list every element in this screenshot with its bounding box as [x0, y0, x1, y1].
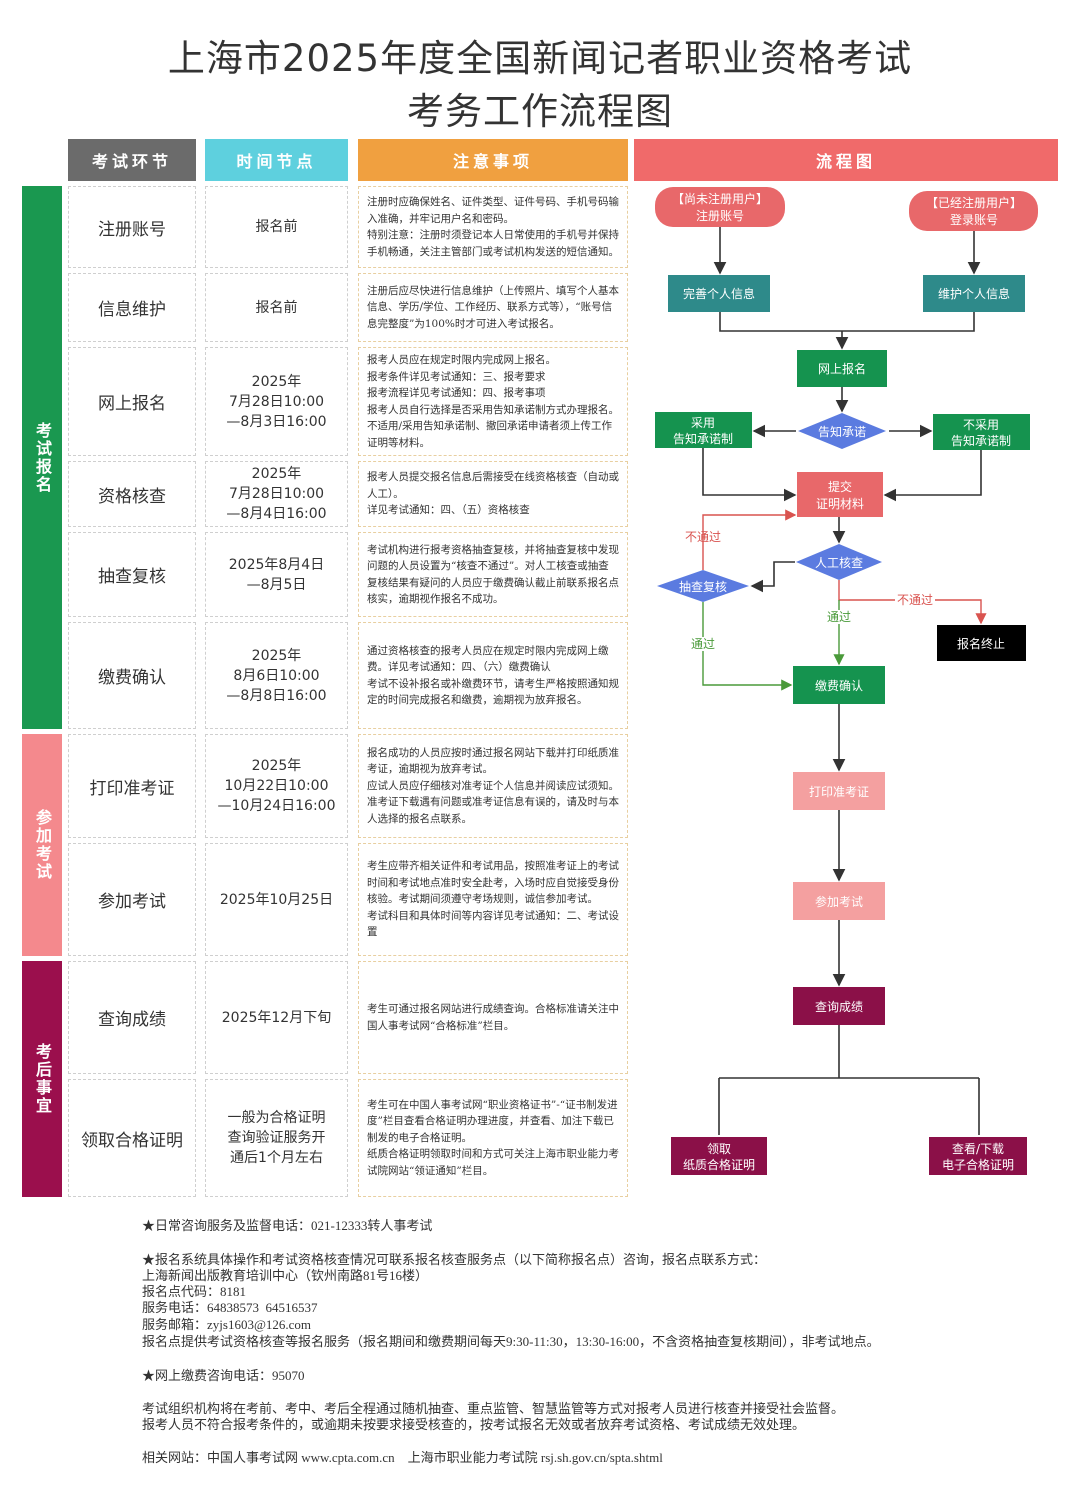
footer-address: 上海新闻出版教育培训中心（钦州南路81号16楼） — [142, 1268, 429, 1283]
row-note: 报考人员提交报名信息后需接受在线资格核查（自动或人工）。 详见考试通知：四、（五… — [358, 461, 628, 527]
label-pass-spot: 通过 — [691, 637, 715, 651]
node-terminate: 报名终止 — [937, 625, 1026, 661]
node-online-reg: 网上报名 — [797, 350, 887, 387]
row-time: 2025年 7月28日10:00 —8月3日16:00 — [205, 347, 348, 456]
row-stage: 信息维护 — [68, 273, 196, 342]
row-time: 2025年 8月6日10:00 —8月8日16:00 — [205, 622, 348, 729]
row-time: 报名前 — [205, 186, 348, 268]
category-exam: 参加考试 — [22, 734, 62, 956]
node-spot-check: 抽查复核 — [657, 570, 749, 602]
node-adopt: 采用告知承诺制 — [655, 412, 752, 448]
svg-text:不采用: 不采用 — [963, 418, 999, 432]
flowchart: 【尚未注册用户】注册账号 【已经注册用户】登录账号 完善个人信息 维护个人信息 … — [655, 187, 1038, 1175]
row-note: 注册后应尽快进行信息维护（上传照片、填写个人基本信息、学历/学位、工作经历、联系… — [358, 273, 628, 342]
row-note: 通过资格核查的报考人员应在规定时限内完成网上缴费。详见考试通知：四、（六）缴费确… — [358, 622, 628, 729]
row-note: 考生应带齐相关证件和考试用品，按照准考证上的考试时间和考试地点准时安全赴考，入场… — [358, 843, 628, 956]
row-note: 考试机构进行报考资格抽查复核，并将抽查复核中发现问题的人员设置为“核查不通过”。… — [358, 532, 628, 617]
label-fail-spot: 不通过 — [685, 530, 721, 544]
footer-supervision: 考试组织机构将在考前、考中、考后全程通过随机抽查、重点监管、智慧监管等方式对报考… — [142, 1401, 845, 1416]
row-time: 2025年 7月28日10:00 —8月4日16:00 — [205, 461, 348, 527]
row-time: 2025年8月4日 —8月5日 — [205, 532, 348, 617]
row-stage: 抽查复核 — [68, 532, 196, 617]
node-unregistered: 【尚未注册用户】注册账号 — [655, 187, 785, 227]
svg-text:告知承诺制: 告知承诺制 — [951, 434, 1011, 448]
footer-code: 报名点代码：8181 — [142, 1284, 247, 1299]
footer-invalid: 报考人员不符合报考条件的，或逾期未按要求接受核查的，按考试报名无效或者放弃考试资… — [142, 1417, 806, 1432]
svg-text:人工核查: 人工核查 — [815, 556, 863, 570]
footer-phone: 服务电话：64838573 64516537 — [142, 1300, 318, 1315]
svg-text:证明材料: 证明材料 — [816, 497, 864, 511]
header-flow: 流程图 — [634, 139, 1058, 181]
row-stage: 查询成绩 — [68, 961, 196, 1074]
svg-text:纸质合格证明: 纸质合格证明 — [683, 1157, 755, 1172]
row-time: 报名前 — [205, 273, 348, 342]
node-print-ticket: 打印准考证 — [793, 772, 885, 810]
row-stage: 缴费确认 — [68, 622, 196, 729]
header-stage: 考试环节 — [68, 139, 196, 181]
node-take-exam: 参加考试 — [793, 882, 885, 920]
row-note: 报名成功的人员应按时通过报名网站下载并打印纸质准考证，逾期视为放弃考试。 应试人… — [358, 734, 628, 838]
row-note: 考生可通过报名网站进行成绩查询。合格标准请关注中国人事考试网“合格标准”栏目。 — [358, 961, 628, 1074]
svg-text:提交: 提交 — [828, 479, 852, 494]
footer-email: 服务邮箱：zyjs1603@126.com — [142, 1317, 312, 1332]
category-after: 考后事宜 — [22, 961, 62, 1197]
footer-payment-hotline: ★网上缴费咨询电话：95070 — [142, 1368, 305, 1383]
svg-text:告知承诺制: 告知承诺制 — [673, 432, 733, 446]
svg-text:采用: 采用 — [691, 416, 715, 430]
node-maintain-info: 维护个人信息 — [923, 275, 1025, 312]
svg-text:打印准考证: 打印准考证 — [809, 785, 869, 799]
svg-text:【尚未注册用户】: 【尚未注册用户】 — [672, 191, 768, 206]
footer-hotline: ★日常咨询服务及监督电话：021-12333转人事考试 — [142, 1218, 433, 1233]
svg-text:参加考试: 参加考试 — [815, 894, 863, 909]
page-subtitle: 考务工作流程图 — [407, 90, 673, 133]
svg-text:网上报名: 网上报名 — [818, 361, 866, 376]
row-stage: 打印准考证 — [68, 734, 196, 838]
row-stage: 参加考试 — [68, 843, 196, 956]
label-pass-manual: 通过 — [827, 610, 851, 624]
row-stage: 领取合格证明 — [68, 1079, 196, 1197]
node-query-score: 查询成绩 — [793, 987, 885, 1025]
row-time: 2025年10月25日 — [205, 843, 348, 956]
row-time: 一般为合格证明 查询验证服务开 通后1个月左右 — [205, 1079, 348, 1197]
row-note: 注册时应确保姓名、证件类型、证件号码、手机号码输入准确，并牢记用户名和密码。 特… — [358, 186, 628, 268]
svg-text:告知承诺: 告知承诺 — [818, 425, 866, 439]
svg-text:缴费确认: 缴费确认 — [815, 678, 863, 693]
category-registration: 考试报名 — [22, 186, 62, 729]
svg-text:报名终止: 报名终止 — [957, 636, 1005, 651]
row-note: 考生可在中国人事考试网“职业资格证书”-“证书制发进度”栏目查看合格证明办理进度… — [358, 1079, 628, 1197]
row-time: 2025年 10月22日10:00 —10月24日16:00 — [205, 734, 348, 838]
svg-text:查询成绩: 查询成绩 — [815, 1000, 863, 1014]
svg-text:维护个人信息: 维护个人信息 — [938, 286, 1010, 301]
svg-text:领取: 领取 — [707, 1142, 731, 1156]
row-stage: 资格核查 — [68, 461, 196, 527]
svg-text:电子合格证明: 电子合格证明 — [942, 1157, 1014, 1172]
flow-connectors — [702, 227, 982, 1135]
svg-text:注册账号: 注册账号 — [696, 208, 744, 223]
header-time: 时间节点 — [205, 139, 348, 181]
footer-service-hours: 报名点提供考试资格核查等报名服务（报名期间和缴费期间每天9:30-11:30，1… — [142, 1334, 880, 1349]
page-title: 上海市2025年度全国新闻记者职业资格考试 — [167, 37, 913, 80]
svg-text:抽查复核: 抽查复核 — [679, 580, 727, 594]
node-manual-check: 人工核查 — [796, 544, 882, 580]
node-complete-info: 完善个人信息 — [668, 275, 770, 312]
node-registered: 【已经注册用户】登录账号 — [909, 191, 1038, 231]
footer-websites: 相关网站：中国人事考试网 www.cpta.com.cn 上海市职业能力考试院 … — [142, 1450, 663, 1465]
label-fail-manual: 不通过 — [897, 593, 933, 607]
svg-text:登录账号: 登录账号 — [950, 212, 998, 227]
svg-text:查看/下载: 查看/下载 — [952, 1142, 1004, 1156]
node-payment: 缴费确认 — [793, 666, 885, 704]
row-stage: 网上报名 — [68, 347, 196, 456]
footer-contact-intro: ★报名系统具体操作和考试资格核查情况可联系报名核查服务点（以下简称报名点）咨询，… — [142, 1252, 767, 1267]
row-time: 2025年12月下旬 — [205, 961, 348, 1074]
svg-text:完善个人信息: 完善个人信息 — [683, 286, 755, 301]
header-notes: 注意事项 — [358, 139, 628, 181]
row-note: 报考人员应在规定时限内完成网上报名。 报考条件详见考试通知：三、报考要求 报考流… — [358, 347, 628, 456]
row-stage: 注册账号 — [68, 186, 196, 268]
svg-text:【已经注册用户】: 【已经注册用户】 — [926, 195, 1022, 210]
node-commit-decision: 告知承诺 — [798, 413, 886, 449]
